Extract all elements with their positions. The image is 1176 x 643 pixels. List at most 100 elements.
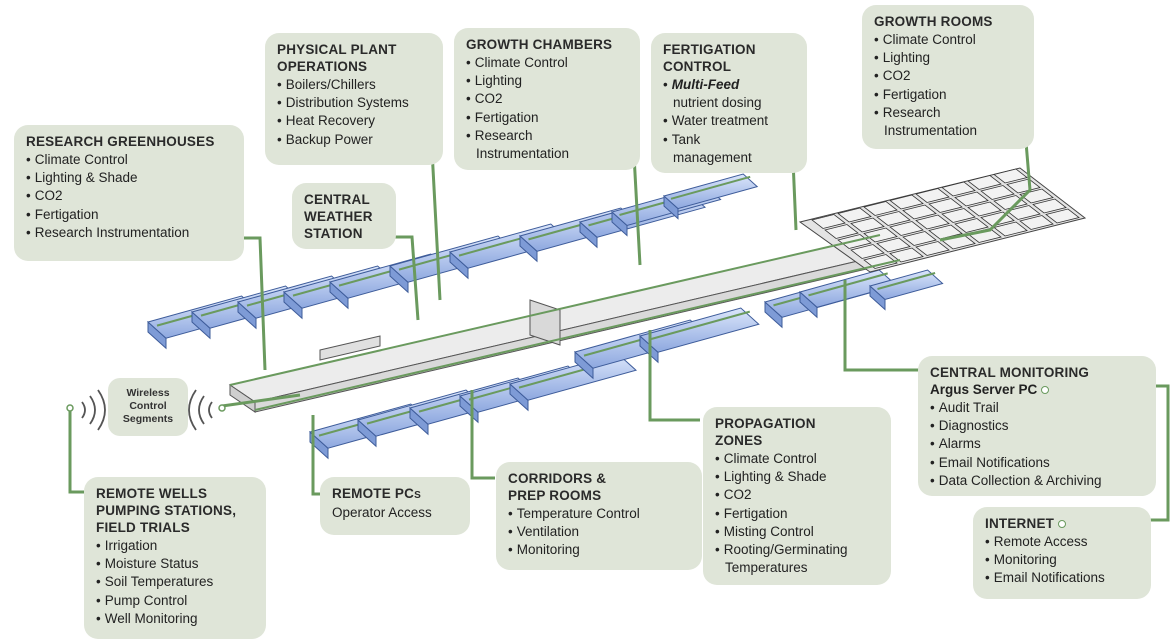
list-item: Remote Access <box>985 533 1141 551</box>
list-item: Distribution Systems <box>277 94 433 112</box>
growth-room-cell <box>889 247 924 263</box>
remote-pcs-title-main: REMOTE PC <box>332 486 415 501</box>
growth-room-cell <box>863 201 898 216</box>
growth-room-cell <box>1019 215 1054 230</box>
list-item: Lighting & Shade <box>715 468 881 486</box>
connector-dot <box>1058 520 1067 529</box>
growth-room-cell <box>837 207 872 223</box>
growth-room-cell <box>993 221 1028 237</box>
growth-room-cell <box>876 211 911 226</box>
list-item-continuation: nutrient dosing <box>673 95 762 111</box>
physical-plant-title: PHYSICAL PLANT <box>277 42 397 57</box>
list-item: CO2 <box>466 90 630 108</box>
growth-room-cell <box>902 231 937 246</box>
list-item: Climate Control <box>874 31 1024 49</box>
research-greenhouses-callout: RESEARCH GREENHOUSES Climate Control Lig… <box>14 125 244 261</box>
list-item-continuation: Instrumentation <box>884 123 978 139</box>
growth-room-cell <box>967 175 1002 190</box>
physical-plant-callout: PHYSICAL PLANT OPERATIONS Boilers/Chille… <box>265 33 443 165</box>
growth-room-cell <box>1006 205 1041 220</box>
list-item: Multi-Feed <box>663 76 797 94</box>
weather-station-callout: CENTRAL WEATHER STATION <box>292 183 396 249</box>
wireless-waves-left <box>81 389 106 431</box>
list-item: Pump Control <box>96 592 256 610</box>
growth-room-cell <box>915 214 950 230</box>
growth-rooms-block <box>798 167 1087 273</box>
list-item: CO2 <box>26 187 234 205</box>
remote-wells-title: REMOTE WELLS <box>96 486 208 501</box>
list-item: Research <box>466 127 630 145</box>
weather-station-title-2: WEATHER <box>304 209 373 224</box>
list-item: Fertigation <box>715 505 881 523</box>
list-item: Email Notifications <box>930 454 1146 472</box>
fertigation-callout: FERTIGATION CONTROL Multi-Feed nutrient … <box>651 33 807 173</box>
list-item: Boilers/Chillers <box>277 76 433 94</box>
list-item-continuation: Instrumentation <box>476 146 570 162</box>
growth-room-cell <box>993 195 1028 210</box>
weather-station-title-3: STATION <box>304 226 363 241</box>
growth-room-cell <box>1006 178 1041 194</box>
growth-room-cell <box>889 194 924 210</box>
growth-rooms-callout: GROWTH ROOMS Climate Control Lighting CO… <box>862 5 1034 149</box>
list-item: Temperature Control <box>508 505 692 523</box>
remote-wells-callout: REMOTE WELLS PUMPING STATIONS, FIELD TRI… <box>84 477 266 639</box>
greenhouse <box>508 353 638 412</box>
growth-chambers-callout: GROWTH CHAMBERS Climate Control Lighting… <box>454 28 640 170</box>
growth-room-cell <box>1045 208 1080 224</box>
list-item: Soil Temperatures <box>96 573 256 591</box>
list-item: Diagnostics <box>930 417 1146 435</box>
research-greenhouses-title: RESEARCH GREENHOUSES <box>26 134 215 149</box>
fertigation-title-2: CONTROL <box>663 59 732 74</box>
growth-room-cell <box>967 201 1002 217</box>
list-item: Water treatment <box>663 112 797 130</box>
list-item: CO2 <box>874 67 1024 85</box>
list-item: Alarms <box>930 435 1146 453</box>
physical-plant-title-2: OPERATIONS <box>277 59 368 74</box>
growth-room-cell <box>928 198 963 213</box>
remote-wells-title-3: FIELD TRIALS <box>96 520 190 535</box>
list-item: Research Instrumentation <box>26 224 234 242</box>
growth-room-cell <box>889 221 924 236</box>
list-item: Ventilation <box>508 523 692 541</box>
weather-station-title: CENTRAL <box>304 192 370 207</box>
list-item: Fertigation <box>874 86 1024 104</box>
growth-room-cell <box>850 217 885 233</box>
corridors-title-2: PREP ROOMS <box>508 488 602 503</box>
connector-dot <box>1041 386 1050 395</box>
connector-dots <box>66 404 226 412</box>
list-item: Email Notifications <box>985 569 1141 587</box>
growth-room-cell <box>980 185 1015 200</box>
wireless-line: Control <box>129 400 167 412</box>
central-monitoring-callout: CENTRAL MONITORING Argus Server PC Audit… <box>918 356 1156 496</box>
internet-callout: INTERNET Remote Access Monitoring Email … <box>973 507 1151 599</box>
growth-rooms-title: GROWTH ROOMS <box>874 14 993 29</box>
growth-room-cell <box>902 204 937 220</box>
greenhouse <box>662 173 759 220</box>
list-item: Monitoring <box>985 551 1141 569</box>
greenhouse-ranges <box>146 173 759 350</box>
server-pc-label: Argus Server PC <box>930 382 1038 397</box>
list-item: Moisture Status <box>96 555 256 573</box>
growth-room-cell <box>1032 198 1067 214</box>
operator-access-label: Operator Access <box>332 505 432 520</box>
growth-room-cell <box>915 188 950 203</box>
wireless-segments-label: Wireless Control Segments <box>108 378 188 436</box>
list-item-continuation: management <box>673 149 752 165</box>
propagation-title: PROPAGATION <box>715 416 816 431</box>
list-item: Research <box>874 104 1024 122</box>
list-item: Lighting <box>874 49 1024 67</box>
growth-room-cell <box>850 244 885 259</box>
growth-room-cell <box>941 208 976 223</box>
list-item: Tank <box>663 131 797 149</box>
corridors-title: CORRIDORS & <box>508 471 607 486</box>
list-item-continuation: Temperatures <box>725 560 808 576</box>
list-item: Misting Control <box>715 523 881 541</box>
remote-pcs-title-suffix: S <box>414 490 421 501</box>
list-item: Backup Power <box>277 131 433 149</box>
list-item: Audit Trail <box>930 399 1146 417</box>
growth-room-cell <box>941 181 976 197</box>
list-item: Climate Control <box>466 54 630 72</box>
growth-chambers-title: GROWTH CHAMBERS <box>466 37 613 52</box>
growth-room-cell <box>993 168 1028 184</box>
